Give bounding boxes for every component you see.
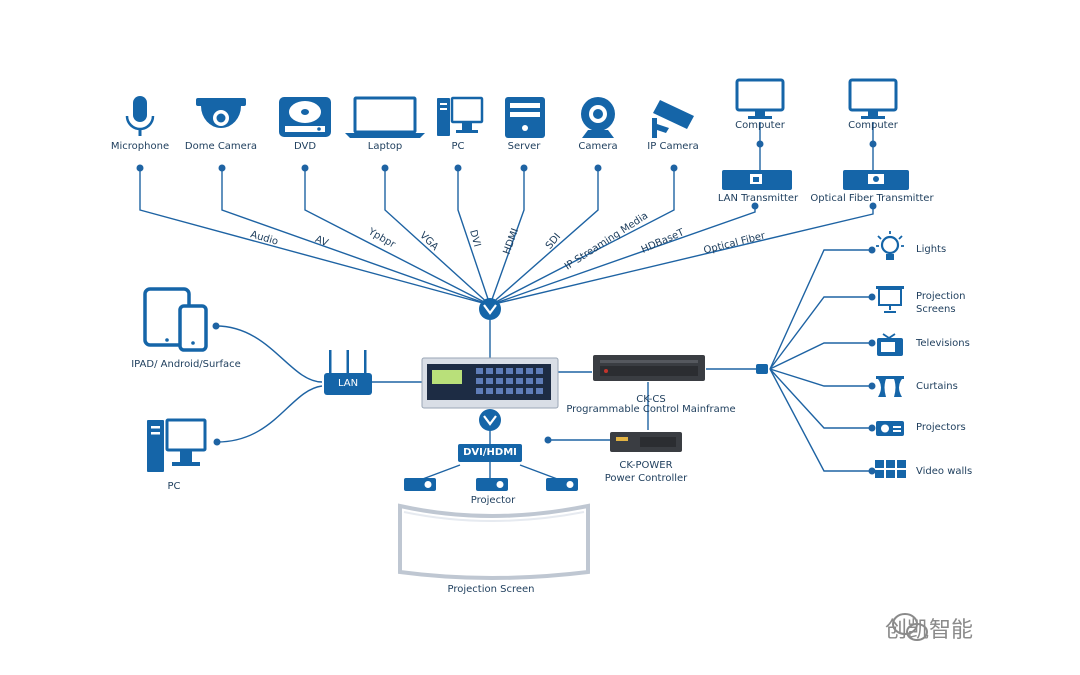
label-mainframe-name: Programmable Control Mainframe <box>566 404 736 415</box>
label-televisions: Televisions <box>916 338 970 349</box>
label-lan-transmitter: LAN Transmitter <box>717 193 799 204</box>
line-dvd <box>304 168 491 306</box>
router-icon <box>324 350 372 395</box>
lan-transmitter-icon <box>722 170 792 190</box>
label-projection-screen: Projection Screen <box>447 584 535 595</box>
label-power-name: Power Controller <box>604 473 688 484</box>
video-wall-icon <box>875 460 906 478</box>
line-dome-camera <box>221 168 491 306</box>
projector-icon <box>476 478 508 491</box>
line-ip-camera <box>489 168 675 306</box>
camera-icon <box>581 97 615 138</box>
label-dvd: DVD <box>293 141 317 152</box>
line-laptop <box>384 168 491 306</box>
projection-screen-small-icon <box>876 286 904 313</box>
pc-control-icon <box>147 418 207 472</box>
line-microphone <box>139 168 491 306</box>
dvi-hdmi-box <box>458 444 522 462</box>
label-projection-screens-2: Screens <box>916 304 956 315</box>
label-laptop: Laptop <box>367 141 403 152</box>
label-video-walls: Video walls <box>916 466 973 477</box>
line-tablet-lan <box>215 325 323 383</box>
label-ip-camera: IP Camera <box>647 141 699 152</box>
output-arrow-icon <box>479 409 501 431</box>
pc-icon <box>437 96 484 136</box>
label-projectors: Projectors <box>916 422 966 433</box>
line-fiber-transmitter <box>489 206 874 306</box>
label-mainframe-model: CK-CS <box>636 394 666 405</box>
label-optical-fiber-transmitter: Optical Fiber Transmitter <box>810 193 934 204</box>
power-controller-icon <box>610 432 682 452</box>
output-hub-icon <box>756 364 768 374</box>
label-lan: LAN <box>337 378 359 389</box>
computer-icon <box>735 78 785 119</box>
label-server: Server <box>507 141 541 152</box>
label-computer-1: Computer <box>735 120 785 131</box>
label-projector: Projector <box>470 495 516 506</box>
merge-arrow-icon <box>479 298 501 320</box>
microphone-icon <box>125 96 155 136</box>
projector-icon <box>404 478 436 491</box>
tablet-phone-icon <box>143 287 208 352</box>
line-projector-branches <box>419 464 561 481</box>
dvd-icon <box>279 97 331 137</box>
matrix-switcher-icon <box>421 357 559 409</box>
watermark: 创凯智能 <box>885 618 974 643</box>
laptop-icon <box>345 96 425 138</box>
line-camera <box>489 168 599 306</box>
ip-camera-icon <box>652 100 694 138</box>
fiber-transmitter-icon <box>843 170 909 190</box>
label-pc-control: PC <box>167 481 181 492</box>
line-projection-screens <box>769 296 872 370</box>
line-pc-source <box>457 168 491 306</box>
curtains-icon <box>876 376 904 397</box>
label-computer-2: Computer <box>848 120 898 131</box>
label-dome-camera: Dome Camera <box>184 141 258 152</box>
computer-icon <box>848 78 898 119</box>
label-curtains: Curtains <box>916 381 958 392</box>
label-pc-source: PC <box>451 141 465 152</box>
label-power-model: CK-POWER <box>619 460 673 471</box>
line-lights <box>769 249 872 370</box>
light-bulb-icon <box>876 231 904 260</box>
television-icon <box>877 333 903 356</box>
wechat-icon <box>892 613 928 641</box>
label-microphone: Microphone <box>110 141 170 152</box>
dome-camera-icon <box>196 98 246 128</box>
line-televisions <box>769 342 872 370</box>
line-video-walls <box>769 368 872 472</box>
label-tablet: IPAD/ Android/Surface <box>131 359 241 370</box>
mainframe-icon <box>593 355 705 381</box>
projector-small-icon <box>876 421 904 436</box>
line-pc-lan <box>216 385 323 443</box>
label-projection-screens-1: Projection <box>916 291 966 302</box>
projection-screen-icon <box>398 503 590 580</box>
line-curtains <box>769 368 872 387</box>
server-icon <box>505 97 545 138</box>
label-lights: Lights <box>916 244 947 255</box>
line-server <box>489 168 525 306</box>
label-dvi-hdmi: DVI/HDMI <box>463 447 517 458</box>
label-camera: Camera <box>578 141 618 152</box>
line-projectors <box>769 368 872 429</box>
line-lan-transmitter <box>489 206 756 306</box>
projector-icon <box>546 478 578 491</box>
